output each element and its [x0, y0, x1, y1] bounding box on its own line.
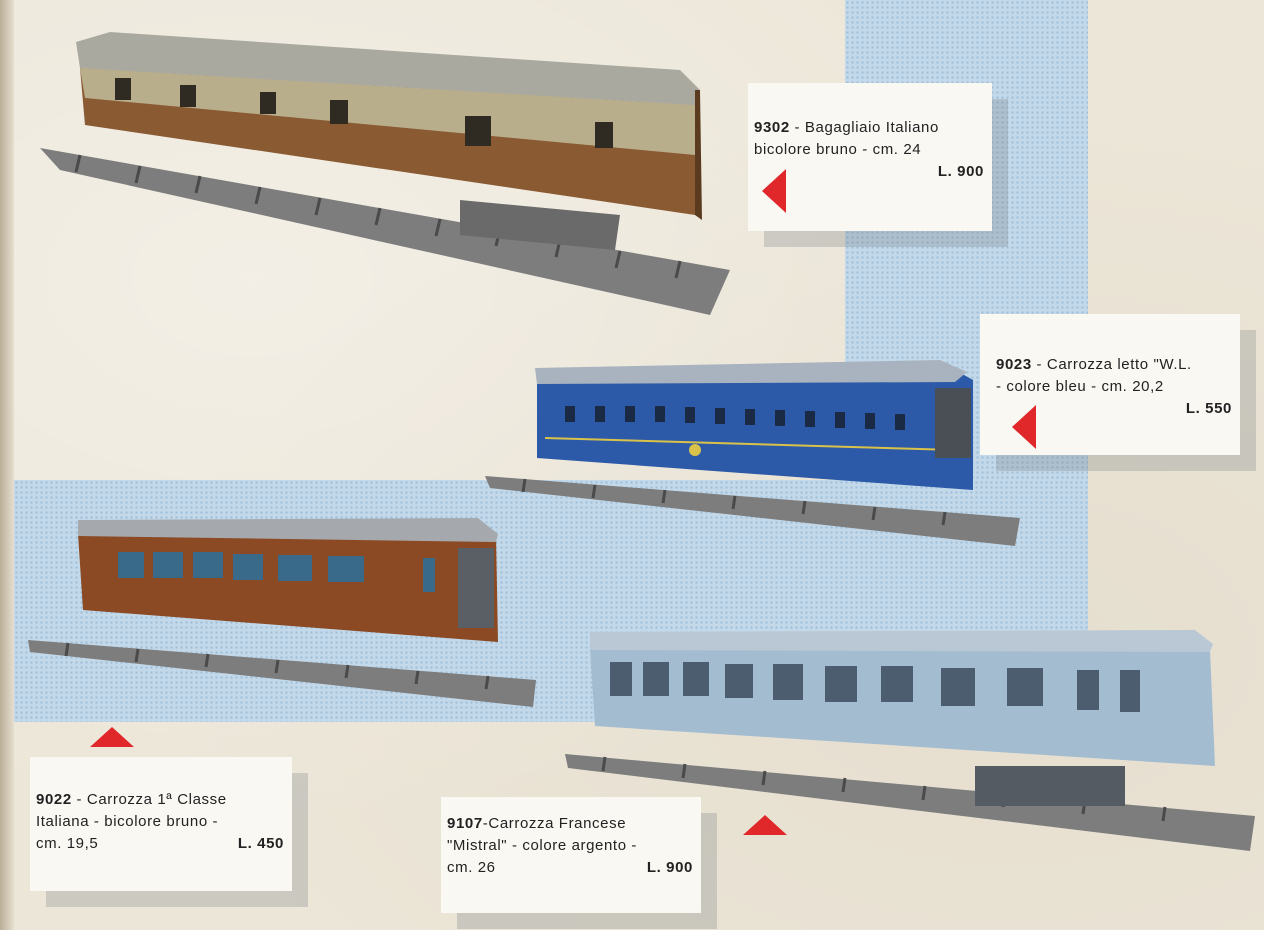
- product-code: 9107: [447, 815, 483, 832]
- red-pointer-arrow-icon: [90, 727, 134, 747]
- product-price: L. 900: [646, 859, 693, 876]
- product-title: Carrozza Francese: [488, 815, 627, 832]
- product-label-9107: 9107-Carrozza Francese "Mistral" - color…: [441, 797, 701, 913]
- product-title: Bagagliaio Italiano: [804, 119, 939, 136]
- product-description: - colore bleu - cm. 20,2: [996, 378, 1164, 395]
- product-label-9022: 9022 - Carrozza 1ª Classe Italiana - bic…: [30, 757, 292, 891]
- product-code: 9023: [996, 356, 1032, 373]
- product-label-9302: 9302 - Bagagliaio Italiano bicolore brun…: [748, 83, 992, 231]
- product-description: "Mistral" - colore argento -: [447, 837, 638, 854]
- page-spine: [0, 0, 14, 930]
- first-class-car-image: [28, 518, 536, 707]
- product-description: Italiana - bicolore bruno -: [36, 813, 219, 830]
- product-code: 9302: [754, 119, 790, 136]
- product-length: cm. 26: [447, 859, 496, 876]
- product-price: L. 550: [1185, 400, 1232, 417]
- product-code: 9022: [36, 791, 72, 808]
- product-title: Carrozza 1ª Classe: [86, 791, 227, 808]
- product-title: Carrozza letto "W.L.: [1046, 356, 1192, 373]
- product-price: L. 450: [237, 835, 284, 852]
- product-length: cm. 19,5: [36, 835, 99, 852]
- red-pointer-arrow-icon: [1012, 405, 1036, 449]
- product-price: L. 900: [937, 163, 984, 180]
- red-pointer-arrow-icon: [743, 815, 787, 835]
- product-description: bicolore bruno - cm. 24: [754, 141, 922, 158]
- baggage-car-image: [40, 32, 730, 315]
- sleeping-car-image: [485, 360, 1020, 546]
- red-pointer-arrow-icon: [762, 169, 786, 213]
- mistral-car-image: [565, 630, 1255, 851]
